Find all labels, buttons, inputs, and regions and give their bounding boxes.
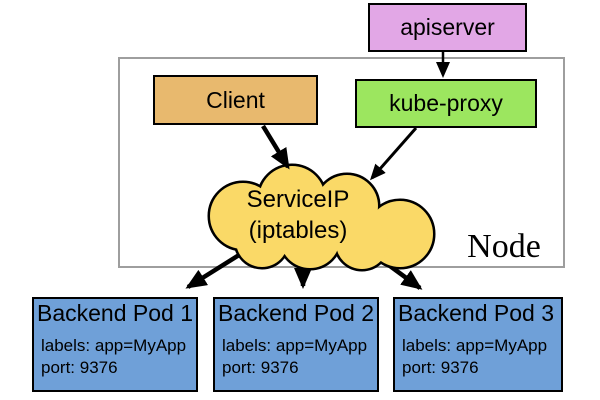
pod-3-labels: labels: app=MyApp	[402, 336, 548, 355]
pod-2-port: port: 9376	[222, 358, 299, 377]
backend-pod-1: Backend Pod 1 labels: app=MyApp port: 93…	[32, 297, 198, 392]
backend-pod-2: Backend Pod 2 labels: app=MyApp port: 93…	[213, 297, 379, 392]
backend-pod-3: Backend Pod 3 labels: app=MyApp port: 93…	[393, 297, 563, 392]
pod-1-title: Backend Pod 1	[37, 300, 194, 326]
pod-3-title: Backend Pod 3	[398, 300, 555, 326]
service-ip-label: ServiceIP	[246, 186, 350, 213]
pod-1-labels: labels: app=MyApp	[41, 336, 187, 355]
node-label: Node	[467, 228, 541, 265]
pod-2-labels: labels: app=MyApp	[222, 336, 368, 355]
kube-proxy-box: kube-proxy	[355, 79, 537, 128]
pod-3-port: port: 9376	[402, 358, 479, 377]
kube-proxy-label: kube-proxy	[389, 90, 503, 116]
client-label: Client	[206, 86, 265, 113]
apiserver-label: apiserver	[400, 14, 495, 40]
apiserver-box: apiserver	[368, 3, 527, 52]
client-box: Client	[153, 75, 318, 125]
service-ip-sublabel: (iptables)	[248, 217, 348, 244]
pod-2-title: Backend Pod 2	[218, 300, 375, 326]
pod-1-port: port: 9376	[41, 358, 118, 377]
